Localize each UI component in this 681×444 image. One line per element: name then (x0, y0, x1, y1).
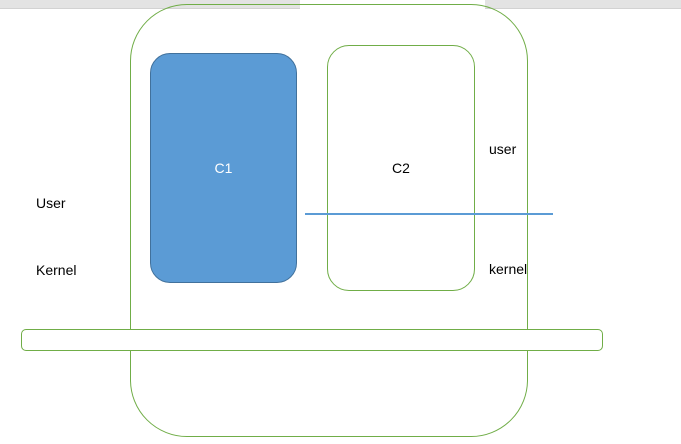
node-c1-label: C1 (214, 160, 233, 176)
node-c2: C2 (327, 45, 475, 291)
label-kernel-right: kernel (489, 261, 528, 277)
label-user-right: user (489, 141, 517, 157)
label-user-left: User (36, 195, 66, 211)
user-kernel-boundary-line (305, 213, 553, 215)
bottom-bar-shape (21, 329, 603, 351)
node-c2-label: C2 (392, 160, 410, 176)
node-c1: C1 (150, 53, 297, 283)
label-kernel-left: Kernel (36, 262, 77, 278)
outer-container-shape (130, 4, 528, 437)
